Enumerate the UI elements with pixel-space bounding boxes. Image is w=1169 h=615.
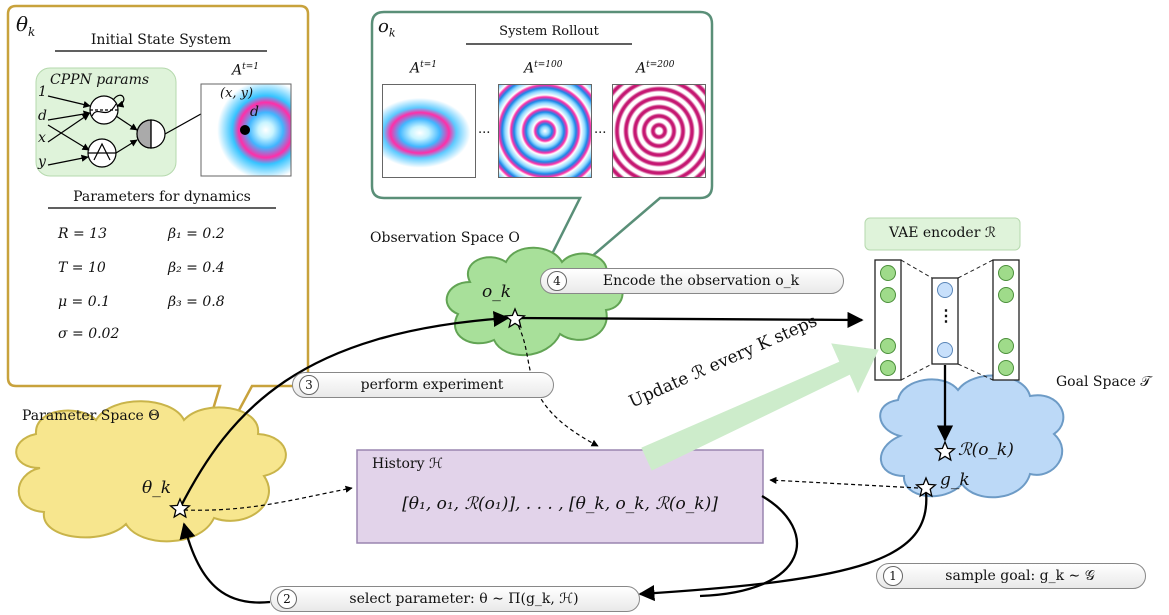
cppn-label: CPPN params (50, 72, 150, 88)
cppn-network (47, 94, 227, 168)
cppn-input-1: 1 (38, 84, 47, 100)
observation-cloud (445, 246, 624, 356)
step-number: 1 (883, 566, 903, 586)
step-experiment: 3 perform experiment (292, 372, 554, 398)
ellipsis-1: ... (478, 122, 491, 137)
history-title: History ℋ (372, 456, 443, 472)
step-label: perform experiment (360, 377, 504, 393)
arrow-sample-goal (638, 491, 928, 602)
cppn-input-y: y (38, 154, 46, 170)
obs-box-o-label: ok (378, 16, 396, 40)
vae-title: VAE encoder ℛ (888, 225, 997, 241)
rollout-frame-1 (382, 84, 476, 178)
history-box (356, 449, 764, 544)
star-obs (503, 307, 527, 329)
param-mu: μ = 0.1 (58, 294, 110, 310)
star-g (914, 476, 938, 498)
step-sample: 1 sample goal: g_k ∼ 𝒢 (876, 563, 1146, 589)
arrow-encode (514, 311, 864, 328)
rollout-frame-200 (612, 84, 706, 178)
param-t: T = 10 (58, 260, 106, 276)
goal-g-label: g_k (940, 470, 970, 490)
rollout-frame-100 (498, 84, 592, 178)
xy-label: (x, y) (220, 86, 254, 101)
initial-state-title: Initial State System (90, 32, 232, 48)
step-number: 4 (547, 271, 567, 291)
update-arrow-shape (641, 343, 879, 471)
star-r (933, 440, 957, 462)
goal-space-label: Goal Space 𝒯 (1056, 374, 1152, 390)
initial-state-a-label: At=1 (232, 62, 260, 79)
step-select: 2 select parameter: θ ∼ Π(g_k, ℋ) (270, 586, 640, 612)
ellipsis-2: ... (594, 122, 607, 137)
d-label: d (250, 104, 259, 120)
frame-label-200: At=200 (636, 60, 675, 77)
parameter-space-label: Parameter Space Θ (22, 408, 160, 424)
cppn-params-label: CPPN params (50, 72, 149, 88)
vae-title-box (864, 217, 1021, 251)
param-cloud-label: θ_k (142, 478, 172, 498)
dashed-goal-history (769, 476, 919, 489)
arrow-experiment (178, 310, 510, 509)
vae-dots: ⋮ (938, 306, 954, 325)
rollout-title: System Rollout (499, 24, 599, 39)
param-beta1: β₁ = 0.2 (168, 226, 225, 242)
cppn-input-d: d (38, 108, 47, 124)
goal-r-label: ℛ(o_k) (958, 440, 1014, 460)
arrow-history-loop (699, 495, 799, 598)
vae-network (874, 259, 1020, 381)
goal-cloud (879, 374, 1065, 499)
param-beta2: β₂ = 0.4 (168, 260, 225, 276)
param-beta3: β₃ = 0.8 (168, 294, 225, 310)
dynamics-title: Parameters for dynamics (73, 189, 251, 205)
dashed-param-history (183, 485, 353, 511)
cppn-input-x: x (38, 130, 46, 146)
step-number: 3 (299, 375, 319, 395)
step-label: sample goal: g_k ∼ 𝒢 (945, 568, 1095, 584)
step-number: 2 (277, 589, 297, 609)
param-box-theta-label: θk (16, 12, 36, 39)
obs-cloud-label: o_k (482, 282, 512, 302)
arrow-select-param (179, 522, 271, 604)
history-content: [θ₁, o₁, ℛ(o₁)], . . . , [θ_k, o_k, ℛ(o_… (402, 494, 718, 514)
step-label: select parameter: θ ∼ Π(g_k, ℋ) (349, 591, 579, 607)
initial-state-dot (240, 125, 250, 135)
star-theta (168, 497, 192, 519)
param-sigma: σ = 0.02 (58, 326, 120, 342)
step-label: Encode the observation o_k (602, 273, 800, 289)
frame-label-100: At=100 (524, 60, 563, 77)
param-r: R = 13 (58, 226, 107, 242)
step-encode: 4 Encode the observation o_k (540, 268, 844, 294)
parameter-cloud (15, 400, 287, 543)
observation-space-label: Observation Space O (370, 230, 520, 246)
frame-label-1: At=1 (410, 60, 438, 77)
